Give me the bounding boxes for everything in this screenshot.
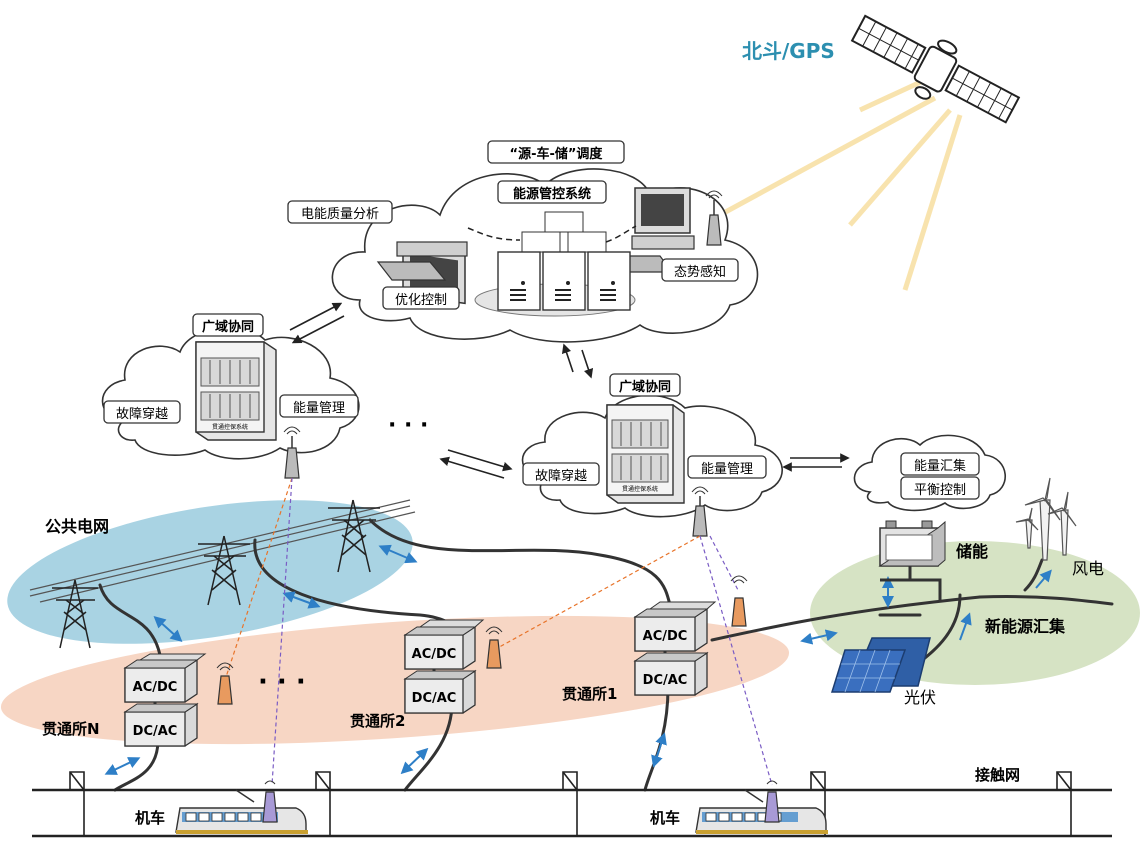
power-quality-box xyxy=(287,200,393,224)
converter-2-dcac-label: DC/AC xyxy=(412,691,457,706)
left-node-antenna-icon xyxy=(283,426,301,479)
converter-n-dcac-label: DC/AC xyxy=(133,724,178,739)
left-title-box xyxy=(192,313,264,337)
tower-1-icon xyxy=(52,579,98,649)
tower-2-icon xyxy=(198,535,250,606)
converter-2-acdc-label: AC/DC xyxy=(412,647,457,662)
antenna-n-icon xyxy=(216,662,234,705)
public-grid-label: 公共电网 xyxy=(45,517,109,536)
converter-n-acdc-label: AC/DC xyxy=(133,680,178,695)
left-cabinet-icon xyxy=(195,341,277,441)
converter-2-acdc xyxy=(403,619,485,670)
loco-1-antenna-icon xyxy=(262,780,278,823)
renewable-collect-label: 新能源汇集 xyxy=(985,617,1066,636)
balance-control-box xyxy=(900,476,980,500)
antenna-1-icon xyxy=(730,575,748,627)
right-title-box xyxy=(609,373,681,397)
computer-right-icon xyxy=(608,187,695,273)
dispatch-title-box xyxy=(487,140,625,164)
substation-2-label: 贯通所2 xyxy=(350,712,405,730)
wind-label: 风电 xyxy=(1072,559,1104,578)
right-fault-box xyxy=(522,462,600,486)
balance-control-label: 平衡控制 xyxy=(914,483,966,498)
tower-3-icon xyxy=(328,499,380,573)
right-energy-label: 能量管理 xyxy=(701,462,753,477)
loco-2-label: 机车 xyxy=(650,809,680,827)
locomotive-1-icon xyxy=(175,789,308,834)
locomotive-2-icon xyxy=(695,789,828,834)
satellite-label: 北斗/GPS xyxy=(742,39,835,63)
left-title: 广域协同 xyxy=(202,319,254,335)
energy-collect-box xyxy=(900,452,980,476)
right-title: 广域协同 xyxy=(619,379,671,395)
substation-dots: · · · xyxy=(258,667,306,697)
right-node-antenna-icon xyxy=(691,486,709,537)
converter-2-dcac xyxy=(403,669,477,714)
dispatch-title: “源-车-储”调度 xyxy=(510,146,604,162)
solar-panel-icon xyxy=(830,637,931,693)
left-fault-box xyxy=(103,400,181,424)
converter-1-acdc-label: AC/DC xyxy=(643,629,688,644)
energy-collect-label: 能量汇集 xyxy=(914,458,966,474)
optimal-control-label: 优化控制 xyxy=(395,293,447,308)
power-cables xyxy=(98,518,1114,792)
power-quality-label: 电能质量分析 xyxy=(301,207,379,222)
substation-n-label: 贯通所N xyxy=(42,720,100,738)
loco-1-label: 机车 xyxy=(135,809,165,827)
left-energy-box xyxy=(279,394,359,418)
server-cluster-icon xyxy=(474,211,636,317)
node-dots: · · · xyxy=(388,413,428,438)
left-fault-label: 故障穿越 xyxy=(116,406,168,422)
energy-system-label: 能源管控系统 xyxy=(513,186,591,202)
pv-label: 光伏 xyxy=(904,688,936,707)
satellite-icon xyxy=(718,14,1021,291)
blue-flow-arrows xyxy=(104,544,1052,775)
left-cabinet-label: 贯通控保系统 xyxy=(212,423,248,431)
right-energy-box xyxy=(687,455,767,479)
wind-turbine-icon xyxy=(1015,477,1077,561)
catenary-label: 接触网 xyxy=(975,766,1020,784)
right-cabinet-icon xyxy=(606,404,685,504)
converter-1-dcac xyxy=(633,651,709,696)
storage-label: 储能 xyxy=(955,542,988,561)
battery-icon xyxy=(878,520,946,567)
antenna-top-icon xyxy=(705,190,723,246)
optimal-control-box xyxy=(382,286,460,310)
situation-awareness-label: 态势感知 xyxy=(674,264,726,280)
comm-lines xyxy=(224,477,773,786)
right-fault-label: 故障穿越 xyxy=(535,468,587,484)
converter-1-dcac-label: DC/AC xyxy=(643,673,688,688)
antenna-2-icon xyxy=(485,626,503,669)
substation-area xyxy=(0,615,790,745)
exchange-arrows xyxy=(289,302,850,479)
loco-2-antenna-icon xyxy=(764,780,780,823)
converter-n-dcac xyxy=(123,702,199,747)
right-cabinet-label: 贯通控保系统 xyxy=(622,485,658,493)
situation-awareness-box xyxy=(661,258,739,282)
converter-1-acdc xyxy=(633,601,717,652)
left-energy-label: 能量管理 xyxy=(293,401,345,416)
substation-1-label: 贯通所1 xyxy=(562,685,617,703)
catenary-poles xyxy=(69,771,1072,836)
energy-system-box xyxy=(497,180,607,204)
